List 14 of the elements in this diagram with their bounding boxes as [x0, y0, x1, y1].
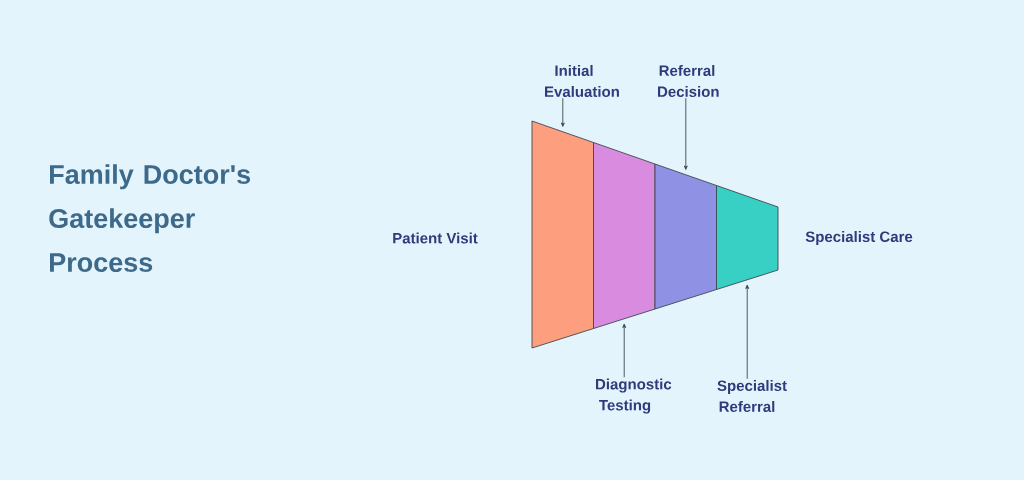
step-label: Diagnostic Testing [596, 378, 672, 414]
end-label: Patient Visit [393, 232, 478, 244]
step-label: Specialist Referral [717, 380, 787, 412]
step-label: Referral Decision [658, 65, 719, 97]
step-label: Initial Evaluation [545, 65, 619, 97]
arrow [745, 284, 750, 380]
end-label: Specialist Care [805, 231, 913, 245]
arrow [683, 97, 688, 170]
arrow [622, 323, 627, 378]
funnel-segment [654, 163, 717, 310]
funnel-segment [716, 185, 779, 290]
funnel-segment [531, 120, 594, 349]
title: Family Doctor's Gatekeeper Process [49, 164, 251, 273]
arrow [560, 97, 565, 127]
